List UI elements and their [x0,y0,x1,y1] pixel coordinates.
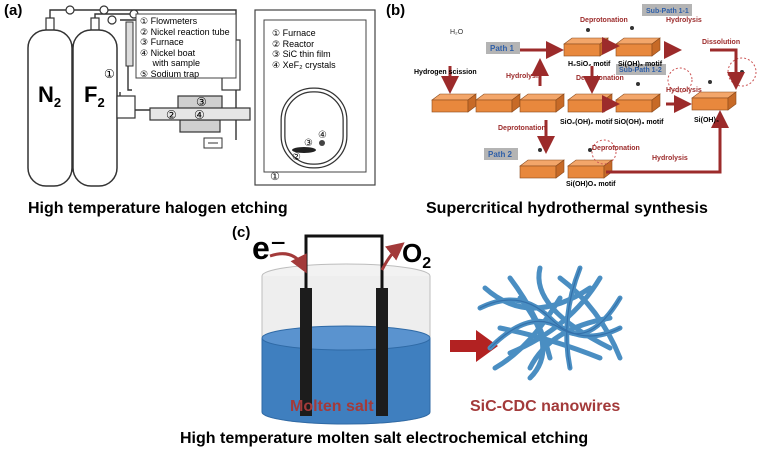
callout-4: ④ [194,108,205,122]
transformation-arrow [450,330,498,362]
callout-1: ① [104,67,115,81]
motif-label: H₂SiO₂ motif [568,61,611,68]
caption-hydrothermal-synthesis: Supercritical hydrothermal synthesis [426,200,708,217]
reaction-arrows [441,37,745,174]
path-2-label: Path 2 [488,150,513,159]
legend-item: ③ Furnace [140,37,184,47]
sic-film [292,147,316,153]
deprotonation-label: Deprotonation [580,17,628,24]
n2-cylinder: N2 [27,17,73,187]
sub-path-1-2-box [616,64,666,75]
nickel-reaction-tube [149,107,251,121]
legend-item: ② Nickel reaction tube [140,26,230,37]
motif-label: SiO₂(OH)₂ motif [560,119,613,126]
reactor-callout-2: ② [292,152,301,163]
electrochemical-etching-schematic [261,234,498,425]
surface-block [567,159,613,179]
electrode-right [376,288,388,416]
hydrogen-scission-label: Hydrogen scission [414,69,477,76]
motif-label: Si(OH)₄ [694,117,719,124]
n2-cylinder-label: N2 [38,82,61,110]
surface-block [563,37,609,57]
surface-block [567,93,613,113]
deprotonation-label: Deprotonation [498,125,546,132]
deprotonation-label: Deprotonation [592,145,640,152]
electron-label: e⁻ [252,230,287,266]
molten-salt-label: Molten salt [290,398,374,415]
halogen-etching-schematic: N2 F2 ① ③ ② ④ ⑤ [27,5,376,187]
panel-b-label: (b) [386,2,406,19]
sic-cdc-nanowires-illustration [477,265,623,381]
caption-halogen-etching: High temperature halogen etching [28,200,288,217]
apparatus-legend: ① Flowmeters ② Nickel reaction tube ③ Fu… [140,16,230,79]
motif-label: SiO(OH)₃ motif [614,119,664,126]
hydrothermal-pathway-diagram: Path 1 Path 2 Sub-Path 1-1 Sub-Path 1-2 … [414,4,757,188]
path-2-box [484,148,518,160]
surface-block [519,93,565,113]
surface-block [519,159,565,179]
motif-label: Si(OH)O₃ motif [566,181,616,188]
reactor-callout-3: ③ [304,138,313,149]
f2-cylinder-label: F2 [84,82,105,110]
reactor-legend-item: ④ XeF₂ crystals [272,59,336,70]
electrode-left [300,288,312,416]
reactor-callout-1: ① [270,171,280,183]
reactor-callout-4: ④ [318,130,327,141]
deprotonation-label: Deprotonation [576,75,624,82]
surface-block [615,37,661,57]
hydrolysis-label: Hydrolysis [652,155,688,162]
oxygen-out-arrow [380,242,405,271]
reactor-schematic: ① ② ③ ④ [254,9,376,186]
legend-item: ④ Nickel boat [140,47,196,58]
reactor-legend: ① Furnace ② Reactor ③ SiC thin film ④ Xe… [272,28,336,70]
xef2-crystal [319,140,325,146]
apparatus-legend-box [135,13,237,79]
panel-c-label: (c) [232,224,251,241]
callout-3: ③ [196,95,207,109]
dissolution-label: Dissolution [702,39,740,46]
legend-item: ⑤ Sodium trap [140,68,200,79]
legend-item: ① Flowmeters [140,16,198,26]
sub-path-1-1-label: Sub-Path 1-1 [646,8,689,15]
f2-cylinder: F2 [72,17,118,187]
surface-block [431,93,477,113]
motif-label: Si(OH)₃ motif [618,61,663,68]
sub-path-1-2-label: Sub-Path 1-2 [619,67,662,74]
surface-block [615,93,661,113]
path-1-label: Path 1 [490,44,515,53]
nanowires-label: SiC-CDC nanowires [470,398,621,415]
caption-electrochemical-etching: High temperature molten salt electrochem… [180,430,589,447]
hydrolysis-label: Hydrolysis [666,17,702,24]
hydrolysis-label: Hydrolysis [666,87,702,94]
surface-block [475,93,521,113]
h2o-label: H₂O [450,29,464,36]
callout-2: ② [166,108,177,122]
sub-path-1-1-box [642,4,692,16]
panel-a-label: (a) [4,2,23,19]
legend-item: with sample [140,58,201,68]
hydrolysis-label: Hydrolysis [506,73,542,80]
oxygen-label: O2 [402,238,432,273]
surface-block [691,91,737,111]
reactor-legend-item: ① Furnace [272,28,316,38]
path-1-box [486,42,520,54]
reactor-legend-item: ③ SiC thin film [272,49,331,59]
electron-in-arrow [269,252,307,274]
reactor-legend-item: ② Reactor [272,38,315,49]
